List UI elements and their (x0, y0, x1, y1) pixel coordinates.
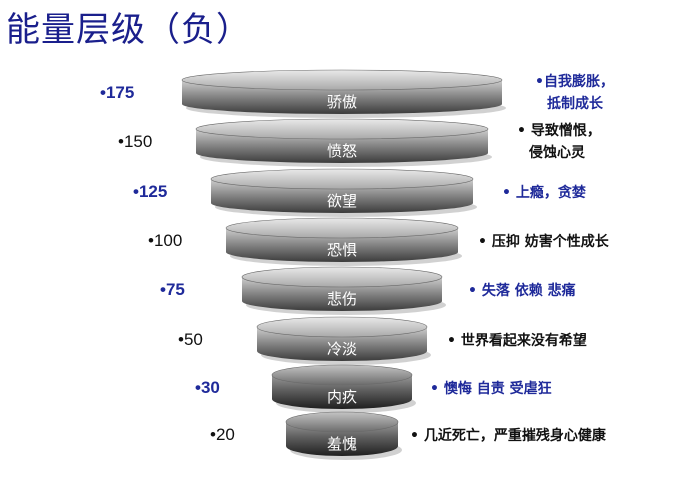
level-description: • 上瘾，贪婪 (502, 184, 586, 201)
level-label: 骄傲 (327, 93, 357, 111)
level-disc-7: 羞愧 •20 • 几近死亡，严重摧残身心健康 (210, 411, 607, 460)
disc-top (225, 217, 459, 239)
level-value: •50 (178, 330, 203, 349)
level-label: 欲望 (327, 192, 357, 210)
disc-top (241, 266, 443, 288)
level-label: 冷淡 (327, 340, 357, 358)
disc-top (195, 118, 489, 140)
level-value: •175 (100, 83, 134, 102)
level-disc-0: 骄傲 •175 •自我膨胀， 抵制成长 (100, 69, 614, 118)
level-disc-3: 恐惧 •100 • 压抑 妨害个性成长 (148, 217, 610, 266)
level-value: •75 (160, 280, 185, 299)
level-description: 抵制成长 (547, 95, 604, 112)
level-label: 愤怒 (327, 142, 357, 160)
level-label: 恐惧 (327, 241, 357, 259)
level-description: • 懊悔 自责 受虐狂 (430, 380, 552, 397)
level-label: 羞愧 (327, 435, 357, 453)
level-description: •自我膨胀， (535, 73, 614, 90)
disc-top (256, 316, 428, 338)
level-label: 悲伤 (327, 290, 357, 308)
level-description: • 世界看起来没有希望 (447, 332, 587, 349)
level-disc-6: 内疚 •30 • 懊悔 自责 受虐狂 (195, 364, 552, 413)
level-description: • 失落 依赖 悲痛 (468, 282, 576, 299)
level-description: • 导致憎恨， (517, 122, 601, 139)
level-value: •150 (118, 132, 152, 151)
level-value: •100 (148, 231, 182, 250)
level-disc-1: 愤怒 •150 • 导致憎恨， 侵蚀心灵 (118, 118, 601, 167)
level-description: • 压抑 妨害个性成长 (478, 233, 610, 250)
level-disc-5: 冷淡 •50 • 世界看起来没有希望 (178, 316, 587, 365)
disc-top (271, 364, 413, 386)
level-value: •20 (210, 425, 235, 444)
disc-top (285, 411, 399, 433)
level-value: •125 (133, 182, 167, 201)
disc-top (210, 168, 474, 190)
level-description: 侵蚀心灵 (528, 144, 586, 161)
level-label: 内疚 (327, 388, 357, 406)
page-title: 能量层级（负） (6, 10, 251, 50)
level-description: • 几近死亡，严重摧残身心健康 (410, 427, 607, 444)
level-value: •30 (195, 378, 220, 397)
level-disc-2: 欲望 •125 • 上瘾，贪婪 (133, 168, 586, 217)
disc-top (181, 69, 503, 91)
level-disc-4: 悲伤 •75 • 失落 依赖 悲痛 (160, 266, 576, 315)
